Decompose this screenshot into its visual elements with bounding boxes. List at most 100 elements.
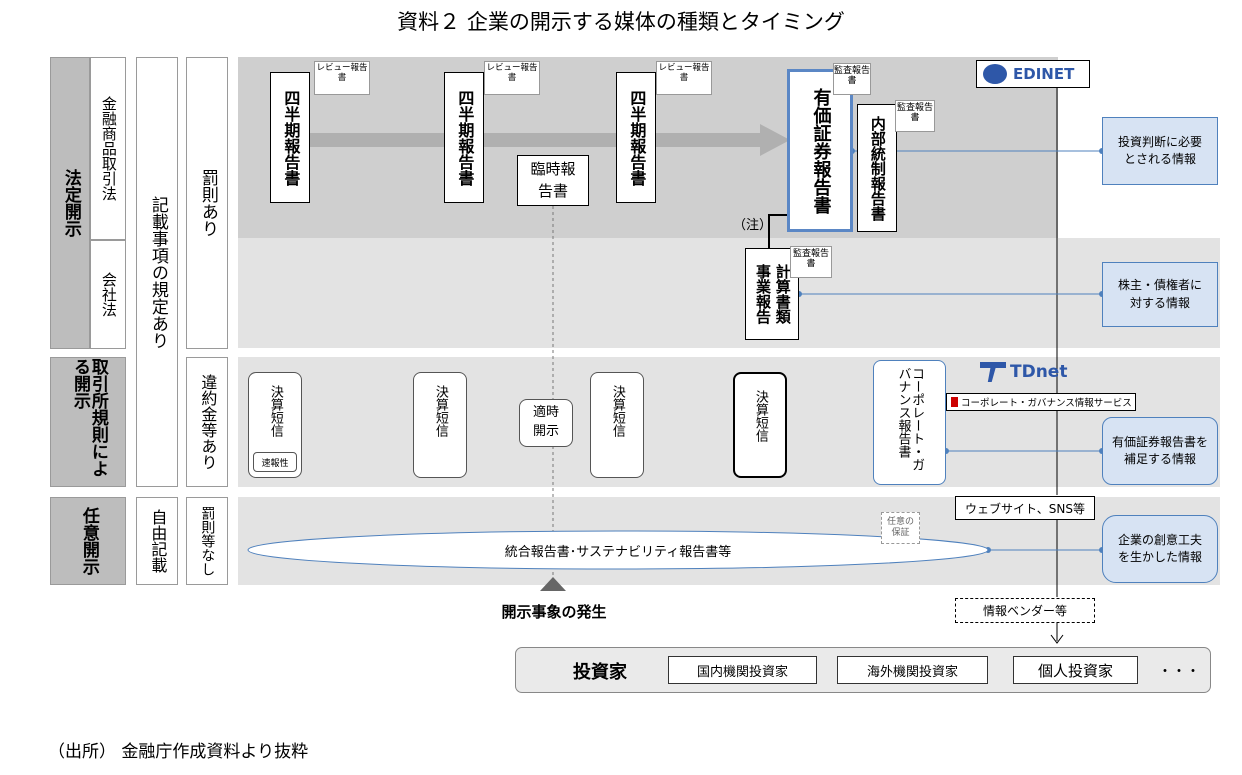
timeline-arrow — [290, 124, 790, 156]
review-tag-3-text: レビュー報告書 — [658, 63, 710, 83]
cg-service-text: コーポレート・ガバナンス情報サービス — [961, 398, 1132, 409]
label-hotei-text: 法定開示 — [60, 169, 81, 237]
quarterly-report-1-text: 四半期報告書 — [281, 89, 301, 186]
label-nini: 任意開示 — [50, 497, 126, 585]
review-tag-3: レビュー報告書 — [656, 61, 712, 95]
hosho-text: 任意の保証 — [886, 517, 914, 538]
label-bassoku-nashi: 罰則等なし — [186, 497, 228, 585]
tdnet-mark-icon — [980, 362, 1006, 382]
hosho-tag: 任意の保証 — [881, 512, 920, 544]
tougou-label: 統合報告書･サステナビリティ報告書等 — [504, 545, 732, 560]
info-hosoku-text: 有価証券報告書を補足する情報 — [1112, 434, 1209, 466]
kansa-tag-naibu: 監査報告書 — [895, 100, 935, 132]
vendor-box: 情報ベンダー等 — [955, 598, 1095, 623]
rinji-report-text: 臨時報告書 — [530, 159, 576, 200]
quarterly-report-3-text: 四半期報告書 — [627, 89, 647, 186]
tanshin-1-text: 決算短信 — [267, 385, 283, 437]
tanshin-3-text: 決算短信 — [609, 385, 625, 437]
tekiji-box: 適時開示 — [519, 399, 573, 447]
event-triangle — [540, 577, 566, 591]
web-text: ウェブサイト、SNS等 — [965, 501, 1085, 516]
investor-domestic-text: 国内機関投資家 — [696, 664, 788, 680]
tanshin-3: 決算短信 — [590, 372, 644, 478]
keisan-text: 計算書類 — [773, 264, 792, 324]
sokuho-tag-text: 速報性 — [261, 458, 289, 469]
label-iyaku: 違約金等あり — [186, 357, 228, 487]
review-tag-2: レビュー報告書 — [484, 61, 540, 95]
label-bassoku-nashi-text: 罰則等なし — [199, 506, 216, 576]
edinet-text: EDINET — [1013, 65, 1075, 83]
naibu-report: 内部統制報告書 — [857, 104, 897, 232]
label-hotei: 法定開示 — [50, 57, 90, 349]
kansa-tag-keisan: 監査報告書 — [790, 246, 832, 278]
naibu-report-text: 内部統制報告書 — [868, 115, 887, 221]
quarterly-report-3: 四半期報告書 — [616, 72, 656, 203]
investor-individual-text: 個人投資家 — [1037, 661, 1113, 680]
info-hosoku: 有価証券報告書を補足する情報 — [1102, 417, 1218, 485]
jigyo-text: 事業報告 — [754, 264, 772, 324]
tdnet-text: TDnet — [1010, 362, 1068, 382]
investors-label: 投資家 — [573, 662, 627, 683]
kansa-tag-keisan-text: 監査報告書 — [792, 249, 829, 270]
tanshin-4-text: 決算短信 — [752, 390, 768, 442]
edinet-logo: EDINET — [976, 60, 1090, 88]
info-toshi-handan: 投資判断に必要とされる情報 — [1102, 117, 1218, 185]
label-jiyu: 自由記載 — [136, 497, 178, 585]
label-kisai: 記載事項の規定あり — [136, 57, 178, 487]
quarterly-report-1: 四半期報告書 — [270, 72, 310, 203]
label-kisai-text: 記載事項の規定あり — [147, 195, 168, 349]
web-box: ウェブサイト、SNS等 — [955, 496, 1095, 520]
label-torihikisho: 取引所規則による開示 — [50, 357, 126, 487]
investor-individual: 個人投資家 — [1013, 656, 1138, 684]
cg-service-box: コーポレート・ガバナンス情報サービス — [946, 393, 1136, 411]
quarterly-report-2: 四半期報告書 — [444, 72, 484, 203]
label-kinsho: 金融商品取引法 — [90, 57, 126, 240]
cg-report: コーポレート・ガバナンス報告書 — [873, 360, 946, 485]
vendor-text: 情報ベンダー等 — [982, 604, 1067, 618]
info-kabunushi: 株主・債権者に対する情報 — [1102, 262, 1218, 327]
label-kinsho-text: 金融商品取引法 — [99, 96, 118, 201]
label-nini-text: 任意開示 — [78, 507, 99, 575]
label-jiyu-text: 自由記載 — [148, 509, 168, 573]
kansa-tag-yuho: 監査報告書 — [833, 63, 871, 95]
vendor-arrowhead — [1050, 634, 1064, 644]
label-bassoku: 罰則あり — [186, 57, 228, 349]
tanshin-2-text: 決算短信 — [432, 385, 448, 437]
info-soi: 企業の創意工夫を生かした情報 — [1102, 515, 1218, 583]
tdnet-logo: TDnet — [980, 360, 1072, 384]
source-note: （出所） 金融庁作成資料より抜粋 — [48, 742, 309, 762]
investor-domestic: 国内機関投資家 — [668, 656, 817, 684]
label-torihikisho-text: 取引所規則による開示 — [70, 358, 108, 477]
tekiji-text: 適時開示 — [532, 405, 559, 439]
tanshin-2: 決算短信 — [413, 372, 467, 478]
band-torihikisho — [238, 357, 1220, 487]
investor-overseas: 海外機関投資家 — [837, 656, 988, 684]
kansa-tag-yuho-text: 監査報告書 — [834, 66, 871, 87]
review-tag-1: レビュー報告書 — [314, 61, 370, 95]
info-toshi-handan-text: 投資判断に必要とされる情報 — [1118, 134, 1203, 166]
band-kaisha — [238, 238, 1220, 348]
page-title: 資料２ 企業の開示する媒体の種類とタイミング — [397, 10, 845, 34]
info-kabunushi-text: 株主・債権者に対する情報 — [1118, 278, 1203, 310]
edinet-mark-icon — [983, 64, 1007, 84]
note-label: （注） — [733, 218, 773, 233]
sokuho-tag: 速報性 — [253, 452, 297, 472]
event-label: 開示事象の発生 — [501, 603, 607, 621]
tougou-ellipse — [247, 530, 989, 570]
review-tag-1-text: レビュー報告書 — [316, 63, 368, 83]
note-connector — [768, 214, 788, 250]
yuho-report-text: 有価証券報告書 — [810, 87, 832, 214]
tanshin-4: 決算短信 — [733, 372, 787, 478]
rinji-report: 臨時報告書 — [517, 155, 589, 206]
review-tag-2-text: レビュー報告書 — [486, 63, 538, 83]
investors-more: ・・・ — [1158, 664, 1200, 680]
label-bassoku-text: 罰則あり — [197, 169, 218, 237]
label-kaisha: 会社法 — [90, 240, 126, 349]
investor-overseas-text: 海外機関投資家 — [866, 664, 958, 680]
info-soi-text: 企業の創意工夫を生かした情報 — [1118, 532, 1203, 564]
quarterly-report-2-text: 四半期報告書 — [455, 89, 475, 186]
label-kaisha-text: 会社法 — [99, 272, 118, 317]
cg-service-icon — [951, 397, 958, 407]
label-iyaku-text: 違約金等あり — [198, 374, 218, 470]
